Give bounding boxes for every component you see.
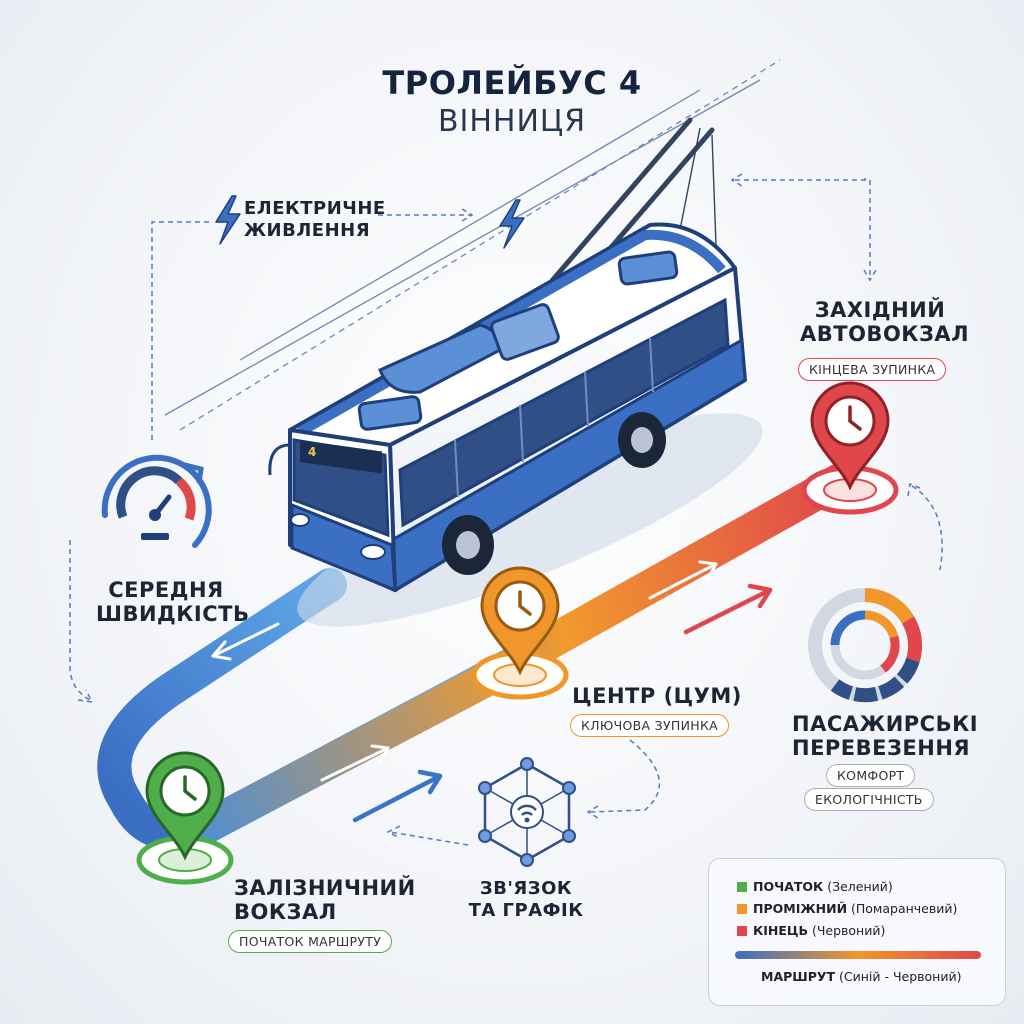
legend-route-text: (Синій - Червоний) xyxy=(835,969,962,984)
stop-center-tag: КЛЮЧОВА ЗУПИНКА xyxy=(570,714,729,737)
pin-west xyxy=(801,381,899,515)
legend-route-bold: МАРШРУТ xyxy=(761,969,836,984)
legend-route: МАРШРУТ (Синій - Червоний) xyxy=(761,969,961,984)
arrow-mid xyxy=(320,744,390,782)
stop-station-tag: ПОЧАТОК МАРШРУТУ xyxy=(228,930,393,953)
stop-west-name: ЗАХІДНИЙ АВТОВОКЗАЛ xyxy=(800,298,970,346)
connection-label: ЗВ'ЯЗОК ТА ГРАФІК xyxy=(468,878,584,921)
legend: ПОЧАТОК (Зелений) ПРОМІЖНИЙ (Помаранчеви… xyxy=(708,858,1006,1006)
passenger-tag-comfort: КОМФОРТ xyxy=(826,764,916,787)
legend-end-bold: КІНЕЦЬ xyxy=(753,923,808,938)
dashed-connectors xyxy=(69,173,943,846)
legend-mid: ПРОМІЖНИЙ (Помаранчевий) xyxy=(737,901,957,916)
network-icon xyxy=(478,757,576,867)
legend-route-gradient xyxy=(735,951,981,959)
passenger-label: ПАСАЖИРСЬКІ ПЕРЕВЕЗЕННЯ xyxy=(792,712,979,760)
pin-station xyxy=(136,751,234,885)
speedometer-icon xyxy=(101,454,212,548)
stop-center-name: ЦЕНТР (ЦУМ) xyxy=(572,684,742,708)
arrow-left xyxy=(211,622,280,661)
overhead-wires xyxy=(164,59,781,431)
power-label: ЕЛЕКТРИЧНЕ ЖИВЛЕННЯ xyxy=(244,198,386,241)
arrow-red-under xyxy=(683,583,773,635)
legend-start: ПОЧАТОК (Зелений) xyxy=(737,879,893,894)
passenger-tag-eco: ЕКОЛОГІЧНІСТЬ xyxy=(804,788,934,811)
arrow-blue-under xyxy=(352,769,443,823)
legend-swatch-green xyxy=(737,882,747,892)
route-arrows xyxy=(211,560,773,823)
legend-start-text: (Зелений) xyxy=(823,879,893,894)
page-subtitle: ВІННИЦЯ xyxy=(437,104,587,139)
bus-route-display: 4 xyxy=(308,445,316,459)
legend-end: КІНЕЦЬ (Червоний) xyxy=(737,923,885,938)
page-title: ТРОЛЕЙБУС 4 xyxy=(382,64,642,102)
ring-chart-icon xyxy=(808,588,923,703)
stop-west-tag: КІНЦЕВА ЗУПИНКА xyxy=(798,358,947,381)
legend-end-text: (Червоний) xyxy=(808,923,886,938)
trolleybus xyxy=(268,117,763,627)
bus-wheels xyxy=(442,412,666,575)
lightning-icon xyxy=(215,195,241,245)
arrow-top xyxy=(648,560,718,600)
legend-mid-bold: ПРОМІЖНИЙ xyxy=(753,901,848,916)
legend-start-bold: ПОЧАТОК xyxy=(753,879,824,894)
stop-station-name: ЗАЛІЗНИЧНИЙ ВОКЗАЛ xyxy=(234,876,416,924)
legend-swatch-red xyxy=(737,926,747,936)
pin-center xyxy=(471,566,569,700)
legend-mid-text: (Помаранчевий) xyxy=(847,901,958,916)
speed-label: СЕРЕДНЯ ШВИДКІСТЬ xyxy=(96,578,250,626)
legend-swatch-orange xyxy=(737,904,747,914)
lightning-icon-2 xyxy=(499,199,525,249)
